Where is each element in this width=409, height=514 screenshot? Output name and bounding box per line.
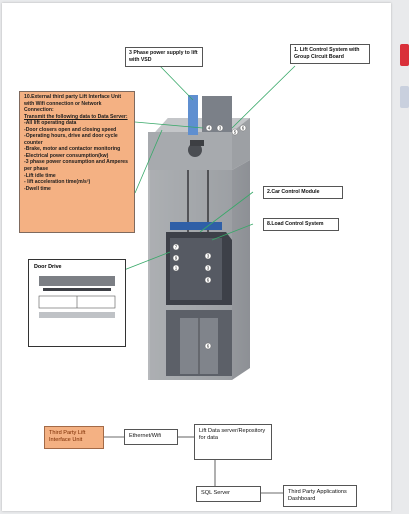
svg-text:9: 9: [175, 256, 178, 261]
data-server-node: Lift Data server/Repository for data: [194, 424, 272, 460]
data-item: -Operating hours, drive and door cycle c…: [24, 133, 118, 146]
svg-text:3: 3: [207, 266, 210, 271]
door-drive-panel: Door Drive: [28, 259, 126, 347]
svg-text:6: 6: [207, 278, 210, 283]
data-item: -Lift idle time: [24, 172, 56, 179]
marker: 6: [239, 124, 247, 132]
marker: 3: [204, 264, 212, 272]
data-item: -Electrical power consumption(kw): [24, 152, 109, 159]
svg-text:4: 4: [208, 126, 211, 131]
car-control-label: 2.Car Control Module: [263, 186, 343, 199]
power-supply-label: 3 Phase power supply to lift with VSD: [125, 47, 203, 67]
sql-server-node: SQL Server: [196, 486, 261, 502]
marker: 7: [172, 243, 180, 251]
svg-text:3: 3: [207, 254, 210, 259]
door-drive-diagram: [38, 276, 116, 318]
door-drive-title: Door Drive: [34, 264, 62, 270]
marker: 6: [204, 276, 212, 284]
svg-text:6: 6: [207, 344, 210, 349]
interface-unit-box: 10.External third party Lift Interface U…: [19, 91, 135, 233]
interface-unit-node: Third Party Lift Interface Unit: [44, 426, 104, 449]
data-item: -All lift operating data: [24, 120, 77, 127]
data-item: -Dwell time: [24, 185, 51, 192]
data-item: -Brake, motor and contactor monitoring: [24, 146, 121, 153]
side-tab-red[interactable]: [400, 44, 409, 66]
side-tab-grey[interactable]: [400, 86, 409, 108]
marker: 4: [205, 124, 213, 132]
marker: 1: [172, 264, 180, 272]
marker: 3: [204, 252, 212, 260]
marker: 5: [231, 128, 239, 136]
lift-control-label: 1. Lift Control System with Group Circui…: [290, 44, 370, 64]
transmit-heading: Transmit the following data to Data Serv…: [24, 113, 128, 120]
svg-text:5: 5: [234, 130, 237, 135]
svg-text:7: 7: [175, 245, 178, 250]
interface-title: 10.External third party Lift Interface U…: [24, 94, 122, 114]
svg-text:6: 6: [242, 126, 245, 131]
marker: 3: [216, 124, 224, 132]
data-item: -3 phase power consumption and Amperes p…: [24, 159, 128, 173]
ethernet-node: Ethernet/Wifi: [124, 429, 178, 445]
data-item: - lift acceleration time(m/s²): [24, 179, 91, 186]
marker: 9: [172, 254, 180, 262]
data-item: -Door closers open and closing speed: [24, 126, 117, 133]
svg-text:1: 1: [175, 266, 178, 271]
marker: 6: [204, 342, 212, 350]
dashboard-node: Third Party Applications Dashboard: [283, 485, 357, 507]
load-control-label: 8.Load Control System: [263, 218, 339, 231]
svg-text:3: 3: [219, 126, 222, 131]
